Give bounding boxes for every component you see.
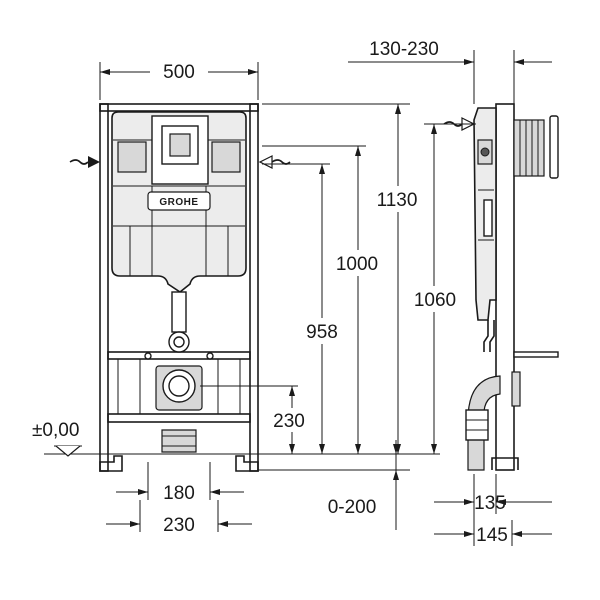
frame-left-upright — [99, 103, 109, 472]
floor-level-label: ±0,00 — [32, 420, 79, 441]
flush-pipe — [171, 291, 187, 333]
dim-width-230: 230 — [163, 515, 195, 536]
water-inlet-left-icon — [69, 156, 100, 168]
dim-height-1130: 1130 — [377, 190, 418, 211]
frame-right-upright — [249, 103, 259, 472]
frame-cross-rail-lower — [107, 413, 251, 423]
side-support-rod — [513, 351, 559, 358]
front-view: GROHE — [69, 103, 291, 472]
dim-height-1060: 1060 — [414, 290, 456, 311]
frame-top-rail — [99, 103, 259, 112]
water-inlet-right-icon — [258, 155, 291, 169]
dim-height-958: 958 — [306, 322, 338, 343]
drain-pipe — [161, 429, 197, 453]
dim-height-1000: 1000 — [336, 254, 378, 275]
dim-depth-130-230: 130-230 — [369, 39, 439, 60]
brand-logo-text: GROHE — [159, 197, 198, 208]
dim-width-500: 500 — [163, 62, 195, 83]
side-flush-plate — [513, 119, 545, 177]
dim-height-230: 230 — [273, 411, 305, 432]
side-view — [443, 103, 559, 471]
frame-cross-rail-upper — [107, 351, 251, 360]
dim-depth-135: 135 — [474, 493, 506, 514]
side-dimensions: 130-230 1060 135 145 — [348, 39, 552, 546]
dim-depth-145: 145 — [476, 525, 508, 546]
brand-logo-badge — [147, 191, 211, 211]
dim-width-180: 180 — [163, 483, 195, 504]
frame-foot-right — [235, 455, 259, 472]
dim-range-0-200: 0-200 — [328, 497, 377, 518]
floor-level-triangle-icon — [54, 445, 82, 457]
frame-foot-left — [99, 455, 123, 472]
front-dimensions: 500 958 1000 1130 230 ±0,00 — [32, 60, 440, 536]
side-frame-upright — [495, 103, 515, 471]
